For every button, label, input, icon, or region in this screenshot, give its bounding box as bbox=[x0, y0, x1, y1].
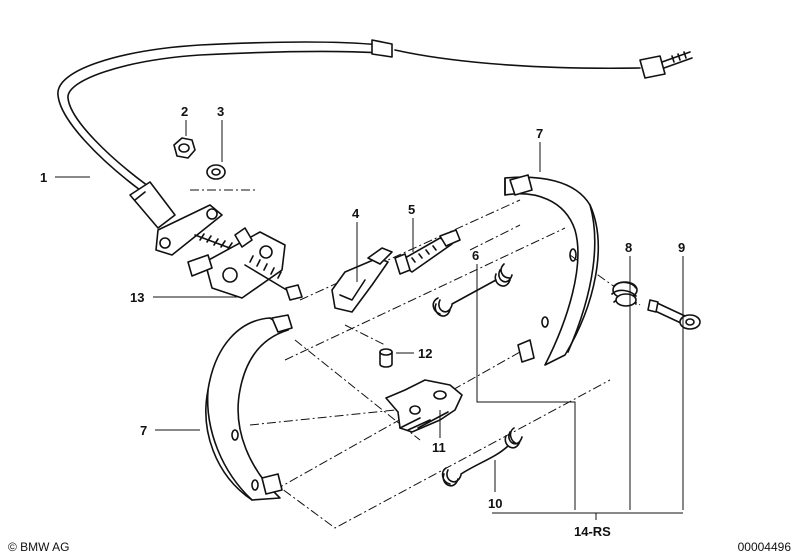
callout-5: 5 bbox=[408, 202, 415, 217]
callout-9: 9 bbox=[678, 240, 685, 255]
nut bbox=[173, 137, 196, 159]
leader-lines bbox=[55, 120, 684, 520]
callout-1: 1 bbox=[40, 170, 47, 185]
cable-guide-bracket bbox=[155, 204, 303, 301]
callout-11: 11 bbox=[432, 440, 446, 455]
callout-7-lower: 7 bbox=[140, 423, 147, 438]
copyright-label: © BMW AG bbox=[8, 540, 70, 554]
callout-6: 6 bbox=[472, 248, 479, 263]
lower-spring bbox=[441, 427, 523, 487]
callout-14-rs: 14-RS bbox=[574, 524, 611, 539]
expander-lever bbox=[385, 379, 463, 433]
callout-2: 2 bbox=[181, 104, 188, 119]
callout-4: 4 bbox=[352, 206, 360, 221]
brake-cable bbox=[57, 39, 693, 229]
hold-down-pin bbox=[647, 299, 701, 330]
callout-3: 3 bbox=[217, 104, 224, 119]
callout-8: 8 bbox=[625, 240, 632, 255]
brake-shoe-lower bbox=[205, 314, 293, 501]
sleeve-pin bbox=[379, 348, 393, 368]
callout-12: 12 bbox=[418, 346, 432, 361]
hold-down-spring bbox=[611, 281, 638, 307]
callout-13: 13 bbox=[130, 290, 144, 305]
diagram-id-label: 00004496 bbox=[737, 540, 791, 554]
callout-labels: 1 2 3 4 5 6 7 7 8 9 10 11 12 13 14-RS bbox=[40, 104, 685, 539]
brake-shoe-upper bbox=[504, 174, 600, 366]
adjuster-bracket bbox=[331, 247, 393, 313]
washer bbox=[206, 164, 226, 180]
callout-10: 10 bbox=[488, 496, 502, 511]
upper-spring bbox=[432, 263, 513, 317]
callout-7-upper: 7 bbox=[536, 126, 543, 141]
adjuster-screw bbox=[394, 229, 461, 275]
